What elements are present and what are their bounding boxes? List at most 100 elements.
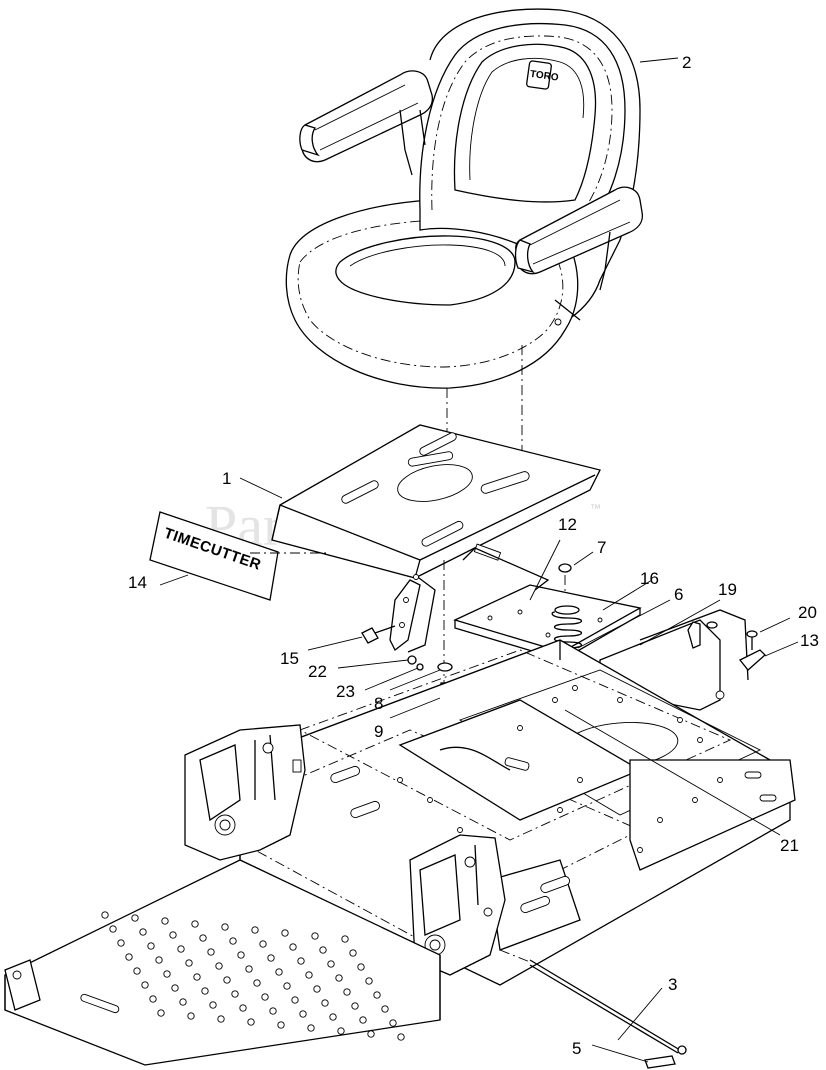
floor-hole [245,965,253,973]
floor-hole [289,943,297,951]
floor-hole [291,996,299,1004]
floor-hole [163,970,171,978]
floor-hole [341,935,349,943]
callout-22: 22 [308,662,327,681]
callout-19: 19 [718,580,737,599]
floor-hole [101,911,109,919]
floor-hole [261,993,269,1001]
floor-hole [147,942,155,950]
floor-hole [247,1018,255,1026]
callout-16: 16 [640,569,659,588]
floor-hole [313,985,321,993]
floor-hole [193,973,201,981]
floor-hole [179,998,187,1006]
floor-hole [321,999,329,1007]
floor-hole [141,981,149,989]
watermark-trademark: ™ [590,503,601,515]
callout-3: 3 [668,975,677,994]
floor-hole [131,914,139,922]
floor-hole [239,1004,247,1012]
floor-hole [259,940,267,948]
callout-8: 8 [374,694,383,713]
floor-hole [349,949,357,957]
floor-hole [365,977,373,985]
floor-hole [237,951,245,959]
floor-hole [185,959,193,967]
floor-hole [229,937,237,945]
floor-hole [177,945,185,953]
floor-hole [201,987,209,995]
mount-plate [453,543,642,661]
floor-hole [381,1005,389,1013]
callout-1: 1 [222,469,231,488]
floor-hole [125,953,133,961]
floor-hole [351,1002,359,1010]
floor-hole [161,917,169,925]
floor-hole [335,974,343,982]
floor-hole [157,1009,165,1017]
floor-hole [275,968,283,976]
floor-hole [221,923,229,931]
floor-hole [109,925,117,933]
floor-hole [357,963,365,971]
floor-hole [283,982,291,990]
callout-20: 20 [798,603,817,622]
floor-hole [311,932,319,940]
floor-pan [4,859,441,1066]
seat: TORO [285,8,644,389]
callout-23: 23 [336,682,355,701]
floor-hole [155,956,163,964]
callout-9: 9 [374,722,383,741]
floor-hole [149,995,157,1003]
seat-plate [271,424,601,653]
callout-15: 15 [280,649,299,668]
floor-hole [251,926,259,934]
floor-hole [397,1033,405,1041]
leader-lines [159,57,799,1063]
floor-holes [101,911,405,1041]
floor-hole [343,988,351,996]
pin-rod [499,949,687,1069]
callout-12: 12 [558,515,577,534]
floor-hole [319,946,327,954]
floor-hole [359,1016,367,1024]
floor-hole [297,957,305,965]
floor-hole [207,948,215,956]
floor-hole [367,1030,375,1038]
callout-5: 5 [572,1039,581,1058]
floor-hole [133,967,141,975]
floor-hole [215,962,223,970]
floor-hole [209,1001,217,1009]
floor-hole [223,976,231,984]
floor-hole [307,1024,315,1032]
floor-hole [117,939,125,947]
floor-hole [171,984,179,992]
floor-hole [139,928,147,936]
callouts: 1 2 3 5 6 7 8 9 12 13 14 15 16 19 20 21 … [128,53,819,1058]
floor-hole [305,971,313,979]
seat-logo-plate [526,60,552,90]
floor-hole [191,920,199,928]
floor-hole [231,990,239,998]
floor-hole [337,1027,345,1035]
floor-hole [277,1021,285,1029]
callout-7: 7 [597,538,606,557]
floor-hole [187,1012,195,1020]
floor-hole [327,960,335,968]
callout-2: 2 [682,53,691,72]
floor-hole [389,1019,397,1027]
chassis-frame [198,639,796,986]
floor-hole [373,991,381,999]
floor-hole [169,931,177,939]
floor-hole [267,954,275,962]
front-uprights [184,724,506,976]
callout-21: 21 [780,836,799,855]
floor-hole [199,934,207,942]
callout-6: 6 [674,585,683,604]
callout-14: 14 [128,573,147,592]
floor-hole [329,1013,337,1021]
floor-hole [217,1015,225,1023]
floor-hole [281,929,289,937]
floor-hole [269,1007,277,1015]
